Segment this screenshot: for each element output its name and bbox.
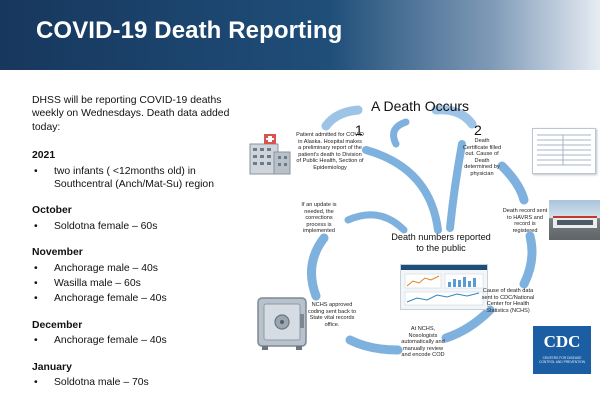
- havrs-building-image: [549, 200, 600, 240]
- death-certificate-image: [532, 128, 596, 174]
- section-october: October Soldotna female – 60s: [32, 204, 247, 233]
- list-item: Wasilla male – 60s: [32, 277, 247, 291]
- flow-arrows: [307, 105, 537, 355]
- header-bar: COVID-19 Death Reporting: [0, 0, 600, 70]
- list-item: Soldotna male – 70s: [32, 376, 247, 390]
- intro-text: DHSS will be reporting COVID-19 deaths w…: [32, 95, 230, 133]
- safe-icon: [256, 296, 308, 352]
- arrow-approved-to-update: [307, 233, 329, 301]
- section-december: December Anchorage female – 40s: [32, 319, 247, 348]
- list-item: Soldotna female – 60s: [32, 220, 247, 234]
- nosologists-note: At NCHS, Nosologists automatically and m…: [401, 326, 445, 359]
- havrs-note: Death record sent to HAVRS and record is…: [502, 208, 548, 234]
- arrow-update-to-center: [344, 211, 408, 234]
- list-item: Anchorage male – 40s: [32, 262, 247, 276]
- nchs-note: Cause of death data sent to CDC/National…: [481, 288, 535, 314]
- arrow-havrs-to-nchs: [519, 231, 537, 289]
- list-item: Anchorage female – 40s: [32, 292, 247, 306]
- update-note: If an update is needed, the corrections …: [301, 202, 337, 235]
- arrow-title-to-hospital: [321, 105, 363, 131]
- approved-note: NCHS approved coding sent back to State …: [307, 302, 357, 328]
- section-november: November Anchorage male – 40s Wasilla ma…: [32, 246, 247, 306]
- cdc-logo-tagline: CENTERS FOR DISEASE CONTROL AND PREVENTI…: [538, 356, 586, 364]
- section-january: January Soldotna male – 70s: [32, 361, 247, 390]
- section-heading: January: [32, 361, 72, 373]
- arrow-certificate-to-havrs: [497, 161, 529, 205]
- arrow-loop: [390, 118, 410, 148]
- dashboard-image: [400, 264, 488, 310]
- page-title: COVID-19 Death Reporting: [36, 17, 343, 44]
- arrow-title-to-certificate: [431, 105, 477, 129]
- step-2-number: 2: [474, 122, 482, 138]
- arrow-hospital-to-center: [362, 146, 442, 234]
- step-1-number: 1: [355, 122, 363, 138]
- list-item: two infants ( <12months old) in Southcen…: [32, 165, 247, 192]
- section-heading: October: [32, 205, 72, 217]
- death-list-panel: DHSS will be reporting COVID-19 deaths w…: [32, 94, 247, 403]
- arrow-nchs-to-nosologists: [441, 305, 495, 343]
- arrow-certificate-to-center: [446, 140, 466, 232]
- list-item: Anchorage female – 40s: [32, 334, 247, 348]
- section-heading: 2021: [32, 150, 56, 162]
- arrow-nosologists-to-approved: [345, 335, 403, 355]
- hospital-icon: [244, 134, 292, 176]
- section-heading: December: [32, 319, 83, 331]
- cdc-logo-text: CDC: [543, 332, 581, 351]
- cdc-logo: CDC CENTERS FOR DISEASE CONTROL AND PREV…: [533, 326, 591, 374]
- hospital-note: Patient admitted for COVID in Alaska. Ho…: [296, 132, 364, 171]
- section-heading: November: [32, 247, 83, 259]
- certificate-note: Death Certificate filled out. Cause of D…: [462, 138, 502, 177]
- diagram-title: A Death Occurs: [371, 98, 470, 114]
- center-label: Death numbers reported to the public: [391, 232, 491, 253]
- section-2021: 2021 two infants ( <12months old) in Sou…: [32, 149, 247, 191]
- reporting-flow-diagram: A Death Occurs 1 2: [240, 88, 600, 411]
